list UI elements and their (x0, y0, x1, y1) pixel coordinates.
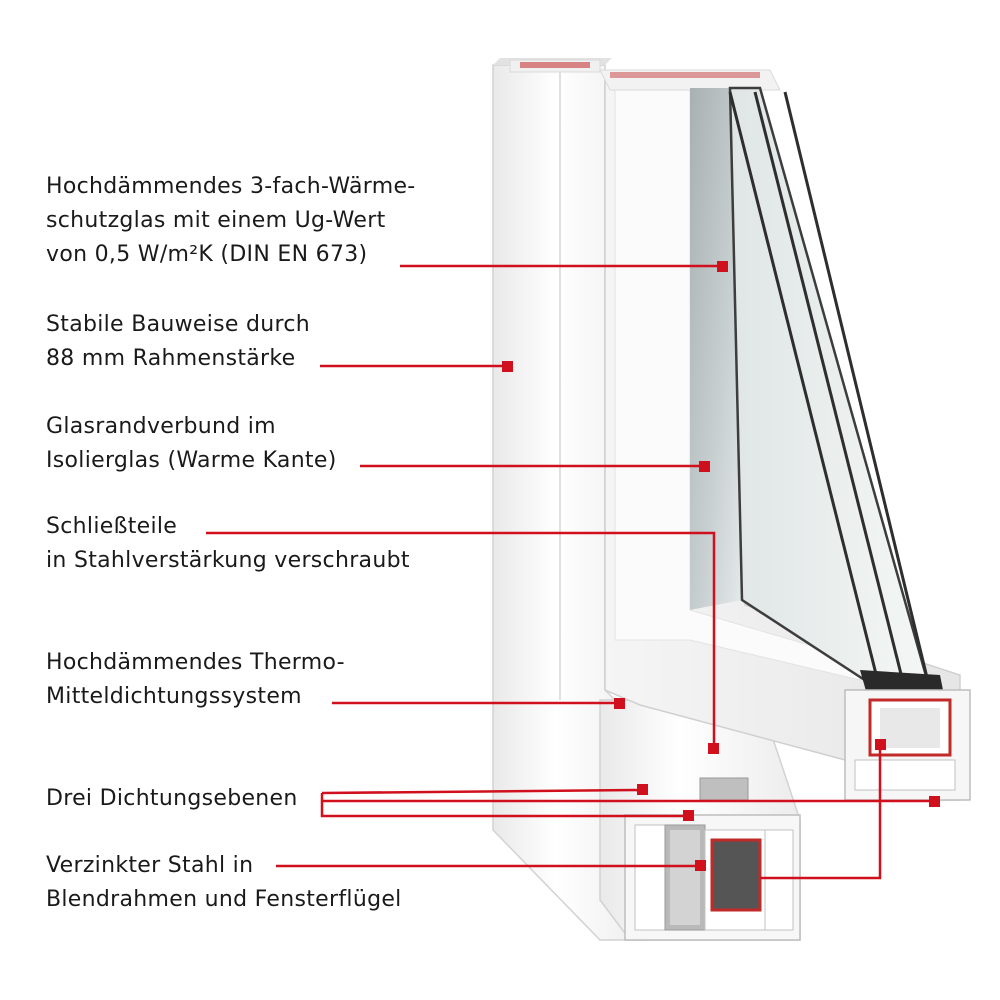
marker-edge (699, 461, 710, 472)
marker-glass (717, 261, 728, 272)
label-warm-edge: Glasrandverbund im Isolierglas (Warme Ka… (46, 414, 337, 473)
marker-seal-3 (929, 796, 940, 807)
marker-seal-2 (683, 810, 694, 821)
leader-lock (206, 531, 716, 748)
label-triple-glass: Hochdämmendes 3-fach-Wärme- schutzglas m… (46, 174, 416, 267)
leader-steel-2 (760, 745, 882, 880)
marker-seal-1 (637, 784, 648, 795)
marker-lock (708, 743, 719, 754)
marker-thermo (614, 698, 625, 709)
marker-frame (502, 361, 513, 372)
label-locking-parts: Schließteile in Stahlverstärkung verschr… (46, 514, 410, 573)
marker-steel-2 (875, 739, 886, 750)
marker-steel-1 (695, 860, 706, 871)
callout-markers (502, 261, 940, 871)
label-thermo-seal: Hochdämmendes Thermo- Mitteldichtungssys… (46, 650, 345, 709)
label-galvanized-steel: Verzinkter Stahl in Blendrahmen und Fens… (46, 853, 402, 912)
frame-profile-section (624, 777, 801, 941)
label-frame-thickness: Stabile Bauweise durch 88 mm Rahmenstärk… (46, 312, 311, 371)
triple-glazing (690, 86, 945, 705)
leader-seals-2 (321, 788, 643, 795)
label-three-seals: Drei Dichtungsebenen (46, 786, 298, 811)
callout-leaders (206, 264, 935, 880)
sash-profile-section (844, 689, 971, 801)
